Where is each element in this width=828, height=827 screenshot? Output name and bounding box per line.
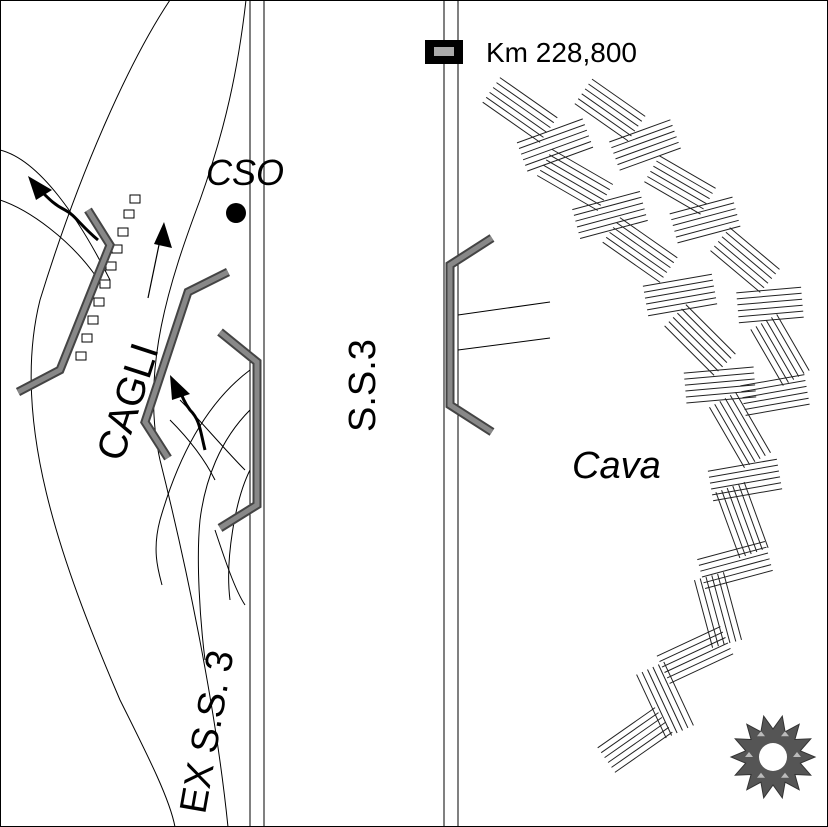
km-marker-label: Km 228,800 [486,37,637,68]
quarry-label: Cava [572,445,661,487]
station-label: CSO [206,152,284,193]
compass-rose-icon [729,714,817,800]
quarry-hatch [482,77,810,773]
flow-arrow-icon [147,222,172,299]
flow-arrow-icon [28,176,99,242]
road-markers [75,194,141,361]
old-road-curves [0,0,551,827]
flow-arrow-icon [170,375,207,451]
guardrails [15,207,495,532]
km-marker-icon [425,40,463,64]
main-road-label: S.S.3 [342,339,384,432]
station-dot-icon [226,203,246,223]
